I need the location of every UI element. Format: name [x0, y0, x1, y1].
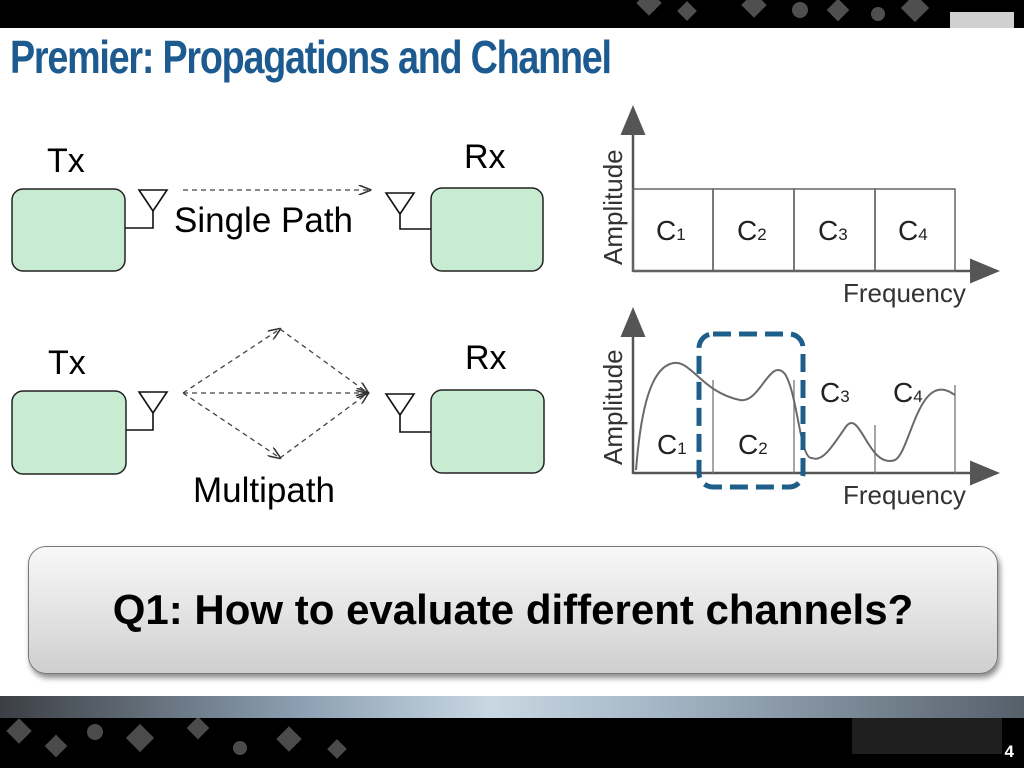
top-c1-label: C1	[656, 215, 686, 246]
bottom-c2-label: C2	[738, 429, 768, 460]
single-rx-label: Rx	[464, 138, 506, 176]
bottom-glow-strip	[0, 696, 1024, 718]
single-tx-antenna-icon	[125, 189, 169, 229]
single-rx-antenna-icon	[384, 192, 431, 230]
bottom-c4-label: C4	[893, 377, 923, 408]
multipath-arrows	[182, 329, 368, 458]
propagation-diagram: C1 C2 C3 C4 Amplitude Frequency C1 C2 C3…	[11, 105, 1000, 510]
bottom-c3-label: C3	[820, 377, 850, 408]
top-channel-chart: C1 C2 C3 C4 Amplitude Frequency	[598, 105, 1000, 308]
top-c2-label: C2	[737, 215, 767, 246]
single-tx-label: Tx	[47, 142, 85, 180]
bottom-y-axis-label: Amplitude	[598, 349, 628, 465]
single-rx-device	[430, 187, 544, 272]
top-decorative-band	[0, 0, 1024, 28]
top-band-pattern	[636, 0, 1014, 28]
multipath-frequency-response-curve	[635, 361, 956, 471]
multipath-label: Multipath	[193, 471, 336, 510]
multi-rx-label: Rx	[465, 339, 507, 377]
selected-channels-highlight	[696, 331, 806, 490]
multi-tx-antenna-icon	[126, 391, 169, 431]
top-y-axis-label: Amplitude	[598, 149, 628, 265]
question-text: Q1: How to evaluate different channels?	[112, 586, 914, 633]
top-x-axis-label: Frequency	[843, 278, 966, 308]
bottom-x-axis-label: Frequency	[843, 480, 966, 510]
page-number: 4	[1004, 742, 1014, 761]
bottom-decorative-band: 4	[0, 718, 1024, 768]
multi-rx-antenna-icon	[384, 393, 431, 433]
single-tx-device	[11, 188, 126, 272]
multi-tx-label: Tx	[48, 344, 86, 382]
bottom-channel-chart: C1 C2 C3 C4 Amplitude Frequency	[598, 307, 1000, 510]
multi-rx-device	[430, 389, 545, 474]
question-callout: Q1: How to evaluate different channels?	[28, 546, 998, 674]
single-path-label: Single Path	[174, 201, 354, 240]
multi-tx-device	[11, 390, 127, 475]
bottom-band-pattern	[6, 718, 1002, 759]
slide-title: Premier: Propagations and Channel	[10, 31, 612, 83]
bottom-c1-label: C1	[657, 429, 687, 460]
top-c4-label: C4	[898, 215, 928, 246]
top-c3-label: C3	[818, 215, 848, 246]
